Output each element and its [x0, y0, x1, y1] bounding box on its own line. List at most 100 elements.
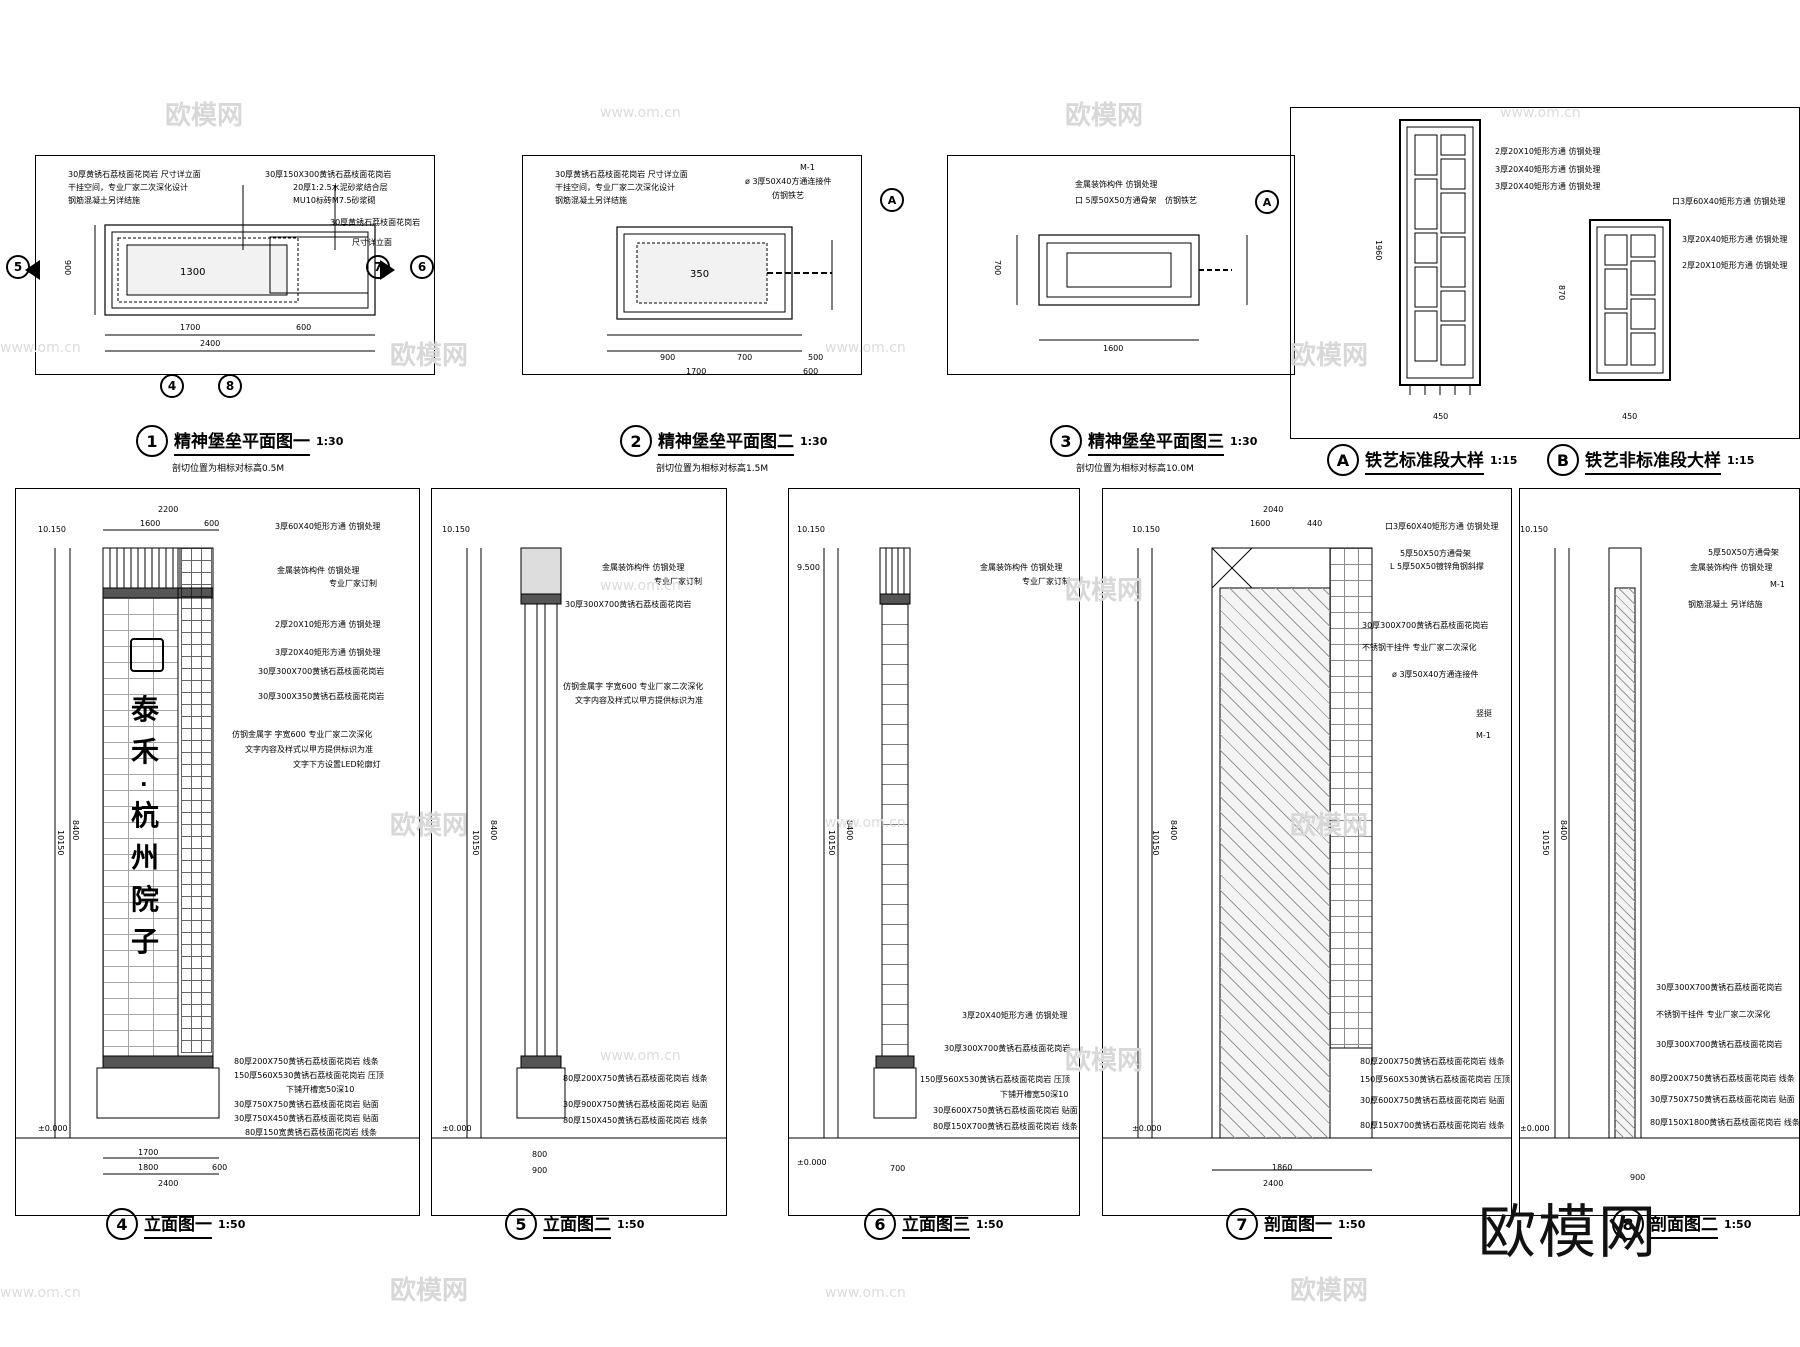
- elev8-note-7: 80厚200X750黄锈石荔枝面花岗岩 线条: [1650, 1074, 1795, 1083]
- plan2-dim-1700: 1700: [686, 367, 707, 376]
- watermark-url-6: www.om.cn: [825, 815, 906, 831]
- section-marker-5[interactable]: 5: [6, 255, 30, 279]
- elev7-dim-2040: 2040: [1263, 505, 1284, 514]
- plan1-title: 1 精神堡垒平面图一 1:30: [136, 425, 343, 457]
- watermark-logo-4: 欧模网: [1290, 341, 1369, 371]
- elev6-level-top: 10.150: [797, 525, 825, 534]
- elev6-note-7: 80厚150X700黄锈石荔枝面花岗岩 线条: [933, 1122, 1078, 1131]
- elev7-title-num: 7: [1226, 1208, 1258, 1240]
- section-marker-8-label: 8: [225, 379, 235, 393]
- elev4-dim-1600: 1600: [140, 519, 161, 528]
- elev6-level-zero: ±0.000: [797, 1158, 827, 1167]
- elev8-title-num: 8: [1612, 1208, 1644, 1240]
- section-marker-a-plan3[interactable]: A: [1255, 190, 1279, 214]
- plan2-dim-700: 700: [737, 353, 753, 362]
- elev6-brick-pattern: [882, 604, 908, 1056]
- elev6-level-mid: 9.500: [797, 563, 820, 572]
- elev4-title-num: 4: [106, 1208, 138, 1240]
- detail-a-dim-1960: 1960: [1374, 240, 1383, 261]
- detail-a-title-scale: 1:15: [1490, 453, 1518, 467]
- section-marker-8[interactable]: 8: [218, 374, 242, 398]
- watermark-logo-2: 欧模网: [1065, 101, 1144, 131]
- elev5-title-name: 立面图二: [543, 1210, 611, 1239]
- elev5-note-1: 专业厂家订制: [654, 577, 702, 586]
- elev6-note-2: 3厚20X40矩形方通 仿钢处理: [962, 1011, 1068, 1020]
- elev7-note-11: 80厚150X700黄锈石荔枝面花岗岩 线条: [1360, 1121, 1505, 1130]
- elev5-note-0: 金属装饰构件 仿钢处理: [602, 563, 685, 572]
- elev5-dim-900: 900: [532, 1166, 548, 1175]
- elev4-lattice-pattern: [181, 548, 212, 1053]
- elev8-note-2: M-1: [1770, 580, 1785, 589]
- elev8-note-0: 5厚50X50方通骨架: [1708, 548, 1779, 557]
- plan2-note-2: 钢筋混凝土另详结施: [555, 196, 627, 205]
- elev8-note-4: 30厚300X700黄锈石荔枝面花岗岩: [1656, 983, 1783, 992]
- elev4-note-13: 30厚750X750黄锈石荔枝面花岗岩 贴面: [234, 1100, 379, 1109]
- plan1-note-4: 20厚1:2.5水泥砂浆结合层: [293, 183, 388, 192]
- detail-b-title-name: 铁艺非标准段大样: [1585, 446, 1721, 475]
- elev5-dim-8400: 8400: [489, 820, 498, 841]
- elev5-title-num: 5: [505, 1208, 537, 1240]
- elev4-dim-600b: 600: [212, 1163, 228, 1172]
- elev4-sign-char-3: 杭: [131, 799, 160, 832]
- elev5-note-7: 80厚150X450黄锈石荔枝面花岗岩 线条: [563, 1116, 708, 1125]
- elev6-note-5: 下铺开槽宽50深10: [1000, 1090, 1069, 1099]
- elev4-note-1: 金属装饰构件 仿钢处理: [277, 566, 360, 575]
- elev6-note-4: 150厚560X530黄锈石荔枝面花岗岩 压顶: [920, 1075, 1070, 1084]
- plan2-dim-900: 900: [660, 353, 676, 362]
- elev8-note-6: 30厚300X700黄锈石荔枝面花岗岩: [1656, 1040, 1783, 1049]
- elev4-note-14: 30厚750X450黄锈石荔枝面花岗岩 贴面: [234, 1114, 379, 1123]
- elev4-dim-1700: 1700: [138, 1148, 159, 1157]
- detail-b-note-2: 2厚20X10矩形方通 仿钢处理: [1682, 261, 1788, 270]
- elev7-dim-1600: 1600: [1250, 519, 1271, 528]
- section-marker-4[interactable]: 4: [160, 374, 184, 398]
- elev5-title-scale: 1:50: [617, 1217, 645, 1231]
- plan1-title-num: 1: [136, 425, 168, 457]
- section-marker-7[interactable]: 7: [366, 255, 390, 279]
- elev7-note-1: 5厚50X50方通骨架: [1400, 549, 1471, 558]
- section-marker-a-plan3-label: A: [1262, 195, 1272, 209]
- elev4-dim-600: 600: [204, 519, 220, 528]
- elev7-note-9: 150厚560X530黄锈石荔枝面花岗岩 压顶: [1360, 1075, 1510, 1084]
- elev8-note-1: 金属装饰构件 仿钢处理: [1690, 563, 1773, 572]
- plan3-note-2: 仿钢铁艺: [1165, 196, 1197, 205]
- elev7-note-2: L 5厚50X50镀锌角钢斜撑: [1390, 562, 1484, 571]
- elev7-note-0: 口3厚60X40矩形方通 仿钢处理: [1385, 522, 1499, 531]
- elev7-level-top: 10.150: [1132, 525, 1160, 534]
- plan1-note-5: MU10标砖M7.5砂浆砌: [293, 196, 376, 205]
- elev7-dim-1860: 1860: [1272, 1163, 1293, 1172]
- detail-b-title: B 铁艺非标准段大样 1:15: [1547, 444, 1754, 476]
- detail-b-title-scale: 1:15: [1727, 453, 1755, 467]
- plan3-frame: [947, 155, 1295, 375]
- plan3-title-name: 精神堡垒平面图三: [1088, 427, 1224, 456]
- elev8-level-zero: ±0.000: [1520, 1124, 1550, 1133]
- elev8-title: 8 剖面图二 1:50: [1612, 1208, 1751, 1240]
- elev7-dim-440: 440: [1307, 519, 1323, 528]
- elev4-note-11: 150厚560X530黄锈石荔枝面花岗岩 压顶: [234, 1071, 384, 1080]
- section-marker-6[interactable]: 6: [410, 255, 434, 279]
- detail-b-note-1: 3厚20X40矩形方通 仿钢处理: [1682, 235, 1788, 244]
- watermark-url-8: www.om.cn: [0, 1285, 81, 1301]
- elev6-dim-8400: 8400: [845, 820, 854, 841]
- elev4-note-9: 文字下方设置LED轮廓灯: [293, 760, 381, 769]
- watermark-big: 欧模网: [1478, 1198, 1659, 1266]
- elev4-title-name: 立面图一: [144, 1210, 212, 1239]
- detail-a-note-0: 2厚20X10矩形方通 仿钢处理: [1495, 147, 1601, 156]
- elev6-note-1: 专业厂家订制: [1022, 577, 1070, 586]
- plan2-title-num: 2: [620, 425, 652, 457]
- plan2-dim-500: 500: [808, 353, 824, 362]
- elev4-level-top: 10.150: [38, 525, 66, 534]
- elev5-note-6: 30厚900X750黄锈石荔枝面花岗岩 贴面: [563, 1100, 708, 1109]
- elev4-note-8: 文字内容及样式以甲方提供标识为准: [245, 745, 373, 754]
- elev7-dim-2400: 2400: [1263, 1179, 1284, 1188]
- detail-b-title-num: B: [1547, 444, 1579, 476]
- elev7-note-10: 30厚600X750黄锈石荔枝面花岗岩 贴面: [1360, 1096, 1505, 1105]
- detail-a-title-num: A: [1327, 444, 1359, 476]
- plan1-note-1: 干挂空间，专业厂家二次深化设计: [68, 183, 188, 192]
- plan3-note-0: 金属装饰构件 仿钢处理: [1075, 180, 1158, 189]
- elev7-hatch: [1220, 588, 1330, 1138]
- plan3-note-1: 口 5厚50X50方通骨架: [1075, 196, 1157, 205]
- section-marker-5-label: 5: [13, 260, 23, 274]
- watermark-url-3: www.om.cn: [0, 340, 81, 356]
- plan2-title-name: 精神堡垒平面图二: [658, 427, 794, 456]
- section-marker-a-plan2[interactable]: A: [880, 188, 904, 212]
